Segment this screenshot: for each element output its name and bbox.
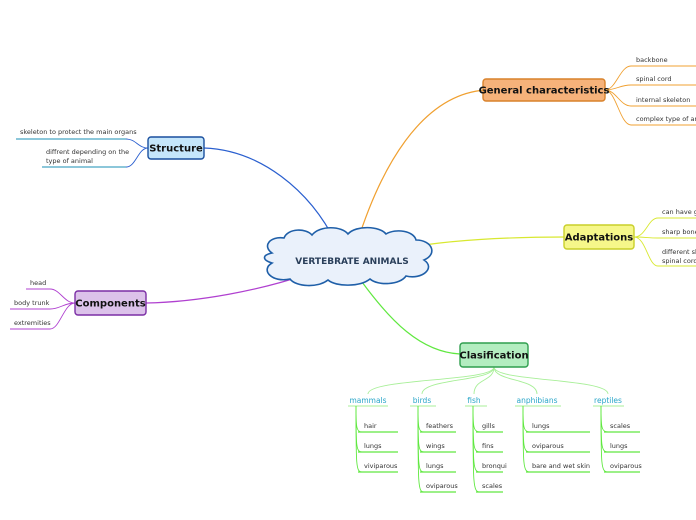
category-2-connector-3	[472, 405, 481, 493]
category-3-connector-1	[522, 405, 531, 453]
topic-structure-box	[147, 136, 205, 160]
category-0-item-2: viviparous	[364, 462, 398, 470]
category-1-item-1: wings	[426, 442, 445, 450]
category-1-connector-1	[417, 405, 425, 453]
topic-components-box	[74, 290, 147, 316]
category-1-connector-0	[417, 405, 425, 433]
clasification-connector-1	[421, 366, 495, 395]
components-connector-2	[49, 302, 76, 330]
adaptations-item-2-line-1: spinal cord a	[662, 257, 696, 265]
structure-item-1-line-1: type of animal	[46, 157, 93, 165]
category-2-item-3: scales	[482, 482, 503, 490]
topic-clasification-box	[459, 342, 529, 368]
category-4-item-0: scales	[610, 422, 631, 430]
topic-general-characteristics[interactable]: General characteristics	[479, 78, 610, 102]
topic-general-characteristics-label: General characteristics	[479, 86, 610, 97]
category-1-item-3: oviparous	[426, 482, 458, 490]
category-3-connector-0	[522, 405, 531, 433]
category-0-item-0: hair	[364, 422, 377, 430]
structure-connector-0	[125, 138, 149, 149]
components-connector-0	[49, 288, 76, 304]
central-cloud-shape	[263, 226, 433, 287]
mind-map-nodes: VERTEBRATE ANIMALS General characteristic…	[14, 56, 696, 490]
category-1-connector-3	[417, 405, 425, 493]
adaptations-connector-1	[633, 236, 659, 239]
category-3-connector-2	[522, 405, 531, 473]
clasification-connector-3	[493, 366, 538, 395]
topic-components-label: Components	[75, 299, 145, 310]
category-4-item-1: lungs	[610, 442, 628, 450]
branch-clasification	[361, 281, 461, 355]
category-fish: fish	[467, 396, 481, 405]
central-topic[interactable]: VERTEBRATE ANIMALS	[263, 226, 433, 287]
category-2-connector-0	[472, 405, 481, 433]
category-2-item-0: gills	[482, 422, 496, 430]
branch-connectors	[10, 65, 696, 493]
category-4-connector-1	[600, 405, 609, 453]
clasification-connector-2	[473, 366, 495, 395]
topic-structure-label: Structure	[149, 144, 203, 155]
category-4-connector-0	[600, 405, 609, 433]
branch-general	[356, 89, 486, 244]
general-item-2: internal skeleton	[636, 96, 690, 104]
category-2-item-2: bronqui	[482, 462, 507, 470]
topic-adaptations[interactable]: Adaptations	[563, 224, 635, 250]
topic-general-characteristics-box	[482, 78, 606, 102]
general-item-3: complex type of anima	[636, 115, 696, 123]
category-4-item-2: oviparous	[610, 462, 642, 470]
clasification-connector-0	[367, 366, 495, 395]
category-0-connector-0	[355, 405, 363, 433]
category-3-item-1: oviparous	[532, 442, 564, 450]
category-2-connector-1	[472, 405, 481, 453]
structure-connector-1	[125, 147, 149, 168]
category-2-item-1: fins	[482, 442, 494, 450]
topic-adaptations-box	[563, 224, 635, 250]
category-0-item-1: lungs	[364, 442, 382, 450]
adaptations-item-2-line-0: different sh	[662, 248, 696, 256]
components-item-1: body trunk	[14, 299, 50, 307]
topic-clasification-label: Clasification	[459, 351, 528, 362]
topic-structure[interactable]: Structure	[147, 136, 205, 160]
category-1-item-2: lungs	[426, 462, 444, 470]
topic-clasification[interactable]: Clasification	[459, 342, 529, 368]
components-item-2: extremities	[14, 319, 51, 327]
adaptations-connector-2	[633, 236, 659, 267]
adaptations-connector-0	[633, 217, 659, 238]
category-4-connector-2	[600, 405, 609, 473]
category-3-item-2: bare and wet skin	[532, 462, 590, 470]
category-mammals: mammals	[349, 396, 386, 405]
category-2-connector-2	[472, 405, 481, 473]
structure-item-1-line-0: diffrent depending on the	[46, 148, 129, 156]
category-birds: birds	[413, 396, 432, 405]
clasification-connector-4	[493, 366, 609, 395]
general-connector-0	[604, 65, 632, 91]
topic-components[interactable]: Components	[74, 290, 147, 316]
topic-adaptations-label: Adaptations	[565, 233, 634, 244]
category-reptiles: reptiles	[594, 396, 622, 405]
category-1-item-0: feathers	[426, 422, 454, 430]
adaptations-item-0: can have gil	[662, 208, 696, 216]
general-item-1: spinal cord	[636, 75, 672, 83]
category-0-connector-1	[355, 405, 363, 453]
category-3-item-0: lungs	[532, 422, 550, 430]
branch-structure	[203, 147, 337, 244]
category-0-connector-2	[355, 405, 363, 473]
central-topic-label: VERTEBRATE ANIMALS	[295, 257, 408, 267]
components-item-0: head	[30, 279, 46, 287]
structure-item-0: skeleton to protect the main organs	[20, 128, 137, 136]
general-item-0: backbone	[636, 56, 668, 64]
category-1-connector-2	[417, 405, 425, 473]
general-connector-3	[604, 89, 632, 126]
category-anphibians: anphibians	[516, 396, 557, 405]
